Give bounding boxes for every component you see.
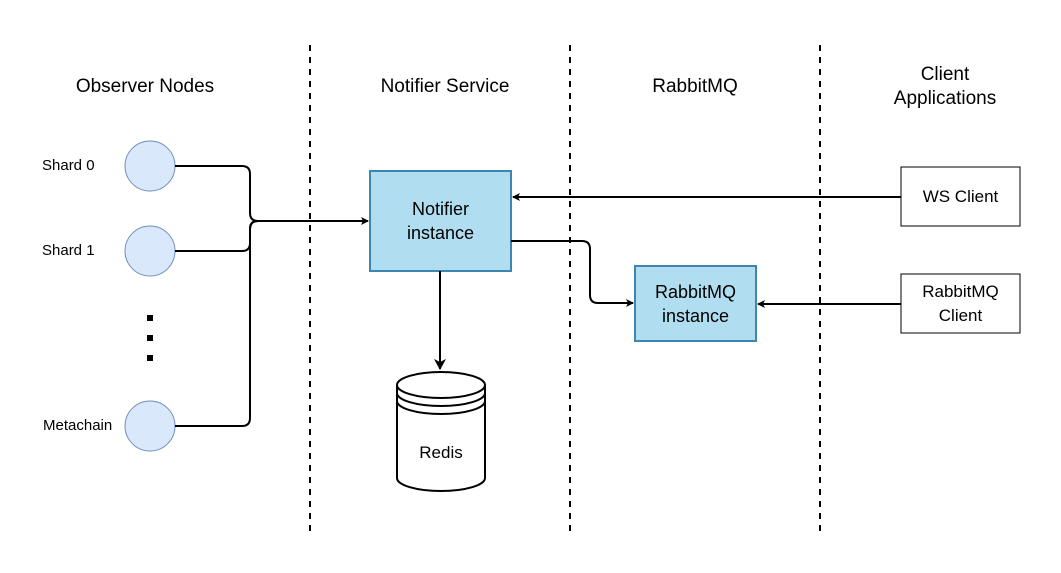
metachain-connector <box>175 220 368 427</box>
column-title-rabbitmq: RabbitMQ <box>652 76 738 97</box>
column-title-client-applications: Client Applications <box>893 64 997 109</box>
metachain-label: Metachain <box>43 417 113 434</box>
ws-client-box <box>900 166 1021 227</box>
notifier-instance-box <box>369 170 512 272</box>
shard0-node <box>124 140 176 192</box>
notifier-to-rabbitmq-arrow <box>511 240 634 307</box>
shard0-connector <box>175 165 369 225</box>
rabbitmq-instance-box <box>634 265 757 342</box>
redis-database-icon <box>396 371 486 492</box>
rabbitmq-client-box <box>900 273 1021 334</box>
shard1-node <box>124 225 176 277</box>
ws-client-label: WS Client <box>922 186 999 206</box>
ellipsis-dot <box>147 335 153 341</box>
ellipsis-dot <box>147 315 153 321</box>
rabbitmq-instance-label: RabbitMQ instance <box>654 281 737 326</box>
shard0-label: Shard 0 <box>42 157 95 174</box>
shard1-connector <box>175 220 368 252</box>
column-title-notifier-service: Notifier Service <box>380 76 510 97</box>
rabbitmq-client-label: RabbitMQ Client <box>922 281 999 325</box>
ellipsis-dot <box>147 355 153 361</box>
metachain-node <box>124 400 176 452</box>
redis-label: Redis <box>419 443 463 462</box>
column-title-observer-nodes: Observer Nodes <box>75 76 215 97</box>
notifier-instance-label: Notifier instance <box>406 199 475 243</box>
shard1-label: Shard 1 <box>42 242 95 259</box>
